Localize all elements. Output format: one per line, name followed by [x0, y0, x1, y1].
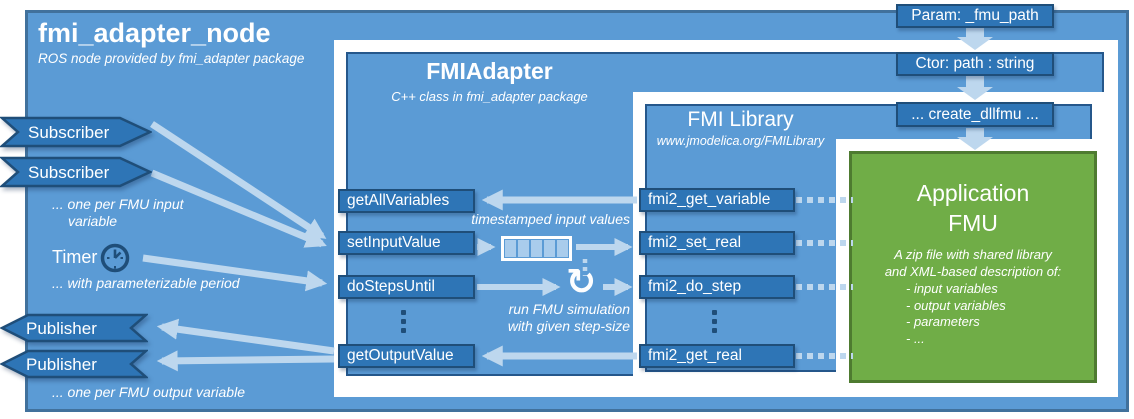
- subscriber2-label: Subscriber: [28, 163, 110, 182]
- fmu-title-line2: FMU: [948, 210, 998, 236]
- fmi-library-title: FMI Library: [687, 108, 794, 131]
- application-fmu-box: Application FMU A zip file with shared l…: [849, 151, 1097, 383]
- timer-note: ... with parameterizable period: [52, 275, 240, 291]
- queue-cell: [531, 240, 542, 257]
- ellipsis-dot: [712, 328, 717, 333]
- publisher-note: ... one per FMU output variable: [52, 384, 245, 400]
- node-subtitle: ROS node provided by fmi_adapter package: [38, 51, 305, 66]
- clock-icon: [100, 243, 130, 273]
- queue-cell: [544, 240, 555, 257]
- fmu-title-line1: Application: [916, 180, 1030, 206]
- subscriber1-chevron: [0, 116, 152, 148]
- fmu-bullet-parameters: - parameters: [906, 314, 980, 329]
- fmi2-set-real-box: fmi2_set_real: [639, 231, 795, 255]
- create-dllfmu-label: ... create_dllfmu ...: [911, 105, 1039, 123]
- fmi2-get-variable-label: fmi2_get_variable: [648, 191, 771, 208]
- publisher2-label: Publisher: [26, 355, 97, 374]
- fifo-buffer-icon: [501, 236, 572, 261]
- getoutputvalue-label: getOutputValue: [347, 347, 454, 364]
- ellipsis-dot: [401, 310, 406, 315]
- timer-label: Timer: [52, 247, 98, 267]
- create-dllfmu-box: ... create_dllfmu ...: [896, 102, 1054, 127]
- ellipsis-dot: [712, 319, 717, 324]
- publisher1-chevron: [0, 313, 148, 343]
- fmu-bullet-outputs: - output variables: [906, 297, 1006, 313]
- subscriber2-chevron: [0, 156, 152, 188]
- param-fmu-path-label: Param: _fmu_path: [911, 7, 1039, 24]
- getallvariables-label: getAllVariables: [347, 192, 450, 209]
- fmi2-do-step-box: fmi2_do_step: [639, 275, 795, 299]
- dostepsuntil-box: doStepsUntil: [338, 275, 475, 299]
- queue-cell: [505, 240, 516, 257]
- ellipsis-dot: [401, 319, 406, 324]
- queue-label: timestamped input values: [471, 211, 630, 227]
- subscriber1-label: Subscriber: [28, 123, 110, 142]
- fmi-adapter-title: FMIAdapter: [426, 58, 553, 84]
- queue-cell: [518, 240, 529, 257]
- fmi2-get-real-box: fmi2_get_real: [639, 344, 795, 368]
- publisher2-chevron: [0, 349, 148, 379]
- ellipsis-dot: [712, 310, 717, 315]
- fmi-library-subtitle: www.jmodelica.org/FMILibrary: [656, 134, 825, 148]
- loop-note-line2: with given step-size: [507, 317, 630, 334]
- fmu-description-line2: and XML-based description of:: [884, 263, 1062, 279]
- ctor-path-string-label: Ctor: path : string: [915, 55, 1035, 72]
- fmi2-get-variable-box: fmi2_get_variable: [639, 188, 795, 212]
- loop-note-line1: run FMU simulation: [508, 301, 630, 317]
- fmi2-get-real-label: fmi2_get_real: [648, 347, 742, 364]
- setinputvalue-label: setInputValue: [347, 234, 441, 251]
- fmi-adapter-subtitle: C++ class in fmi_adapter package: [391, 89, 588, 104]
- loop-icon: ↻: [566, 262, 597, 303]
- getoutputvalue-box: getOutputValue: [338, 344, 475, 368]
- ellipsis-dot: [401, 328, 406, 333]
- subscriber-note-line1: ... one per FMU input: [52, 196, 184, 212]
- ctor-path-string-box: Ctor: path : string: [896, 52, 1054, 76]
- fmu-bullet-inputs: - input variables: [906, 281, 998, 296]
- queue-cell: [557, 240, 568, 257]
- param-fmu-path-box: Param: _fmu_path: [896, 4, 1054, 28]
- fmu-description-line1: A zip file with shared library: [894, 247, 1052, 262]
- publisher1-label: Publisher: [26, 319, 97, 338]
- setinputvalue-box: setInputValue: [338, 231, 475, 255]
- fmi2-do-step-label: fmi2_do_step: [648, 278, 742, 295]
- node-title: fmi_adapter_node: [38, 18, 271, 48]
- subscriber-note-line2: variable: [68, 213, 118, 229]
- getallvariables-box: getAllVariables: [338, 189, 475, 213]
- fmi2-set-real-label: fmi2_set_real: [648, 234, 742, 251]
- dostepsuntil-label: doStepsUntil: [347, 278, 435, 295]
- fmu-bullet-more: - ...: [906, 330, 925, 346]
